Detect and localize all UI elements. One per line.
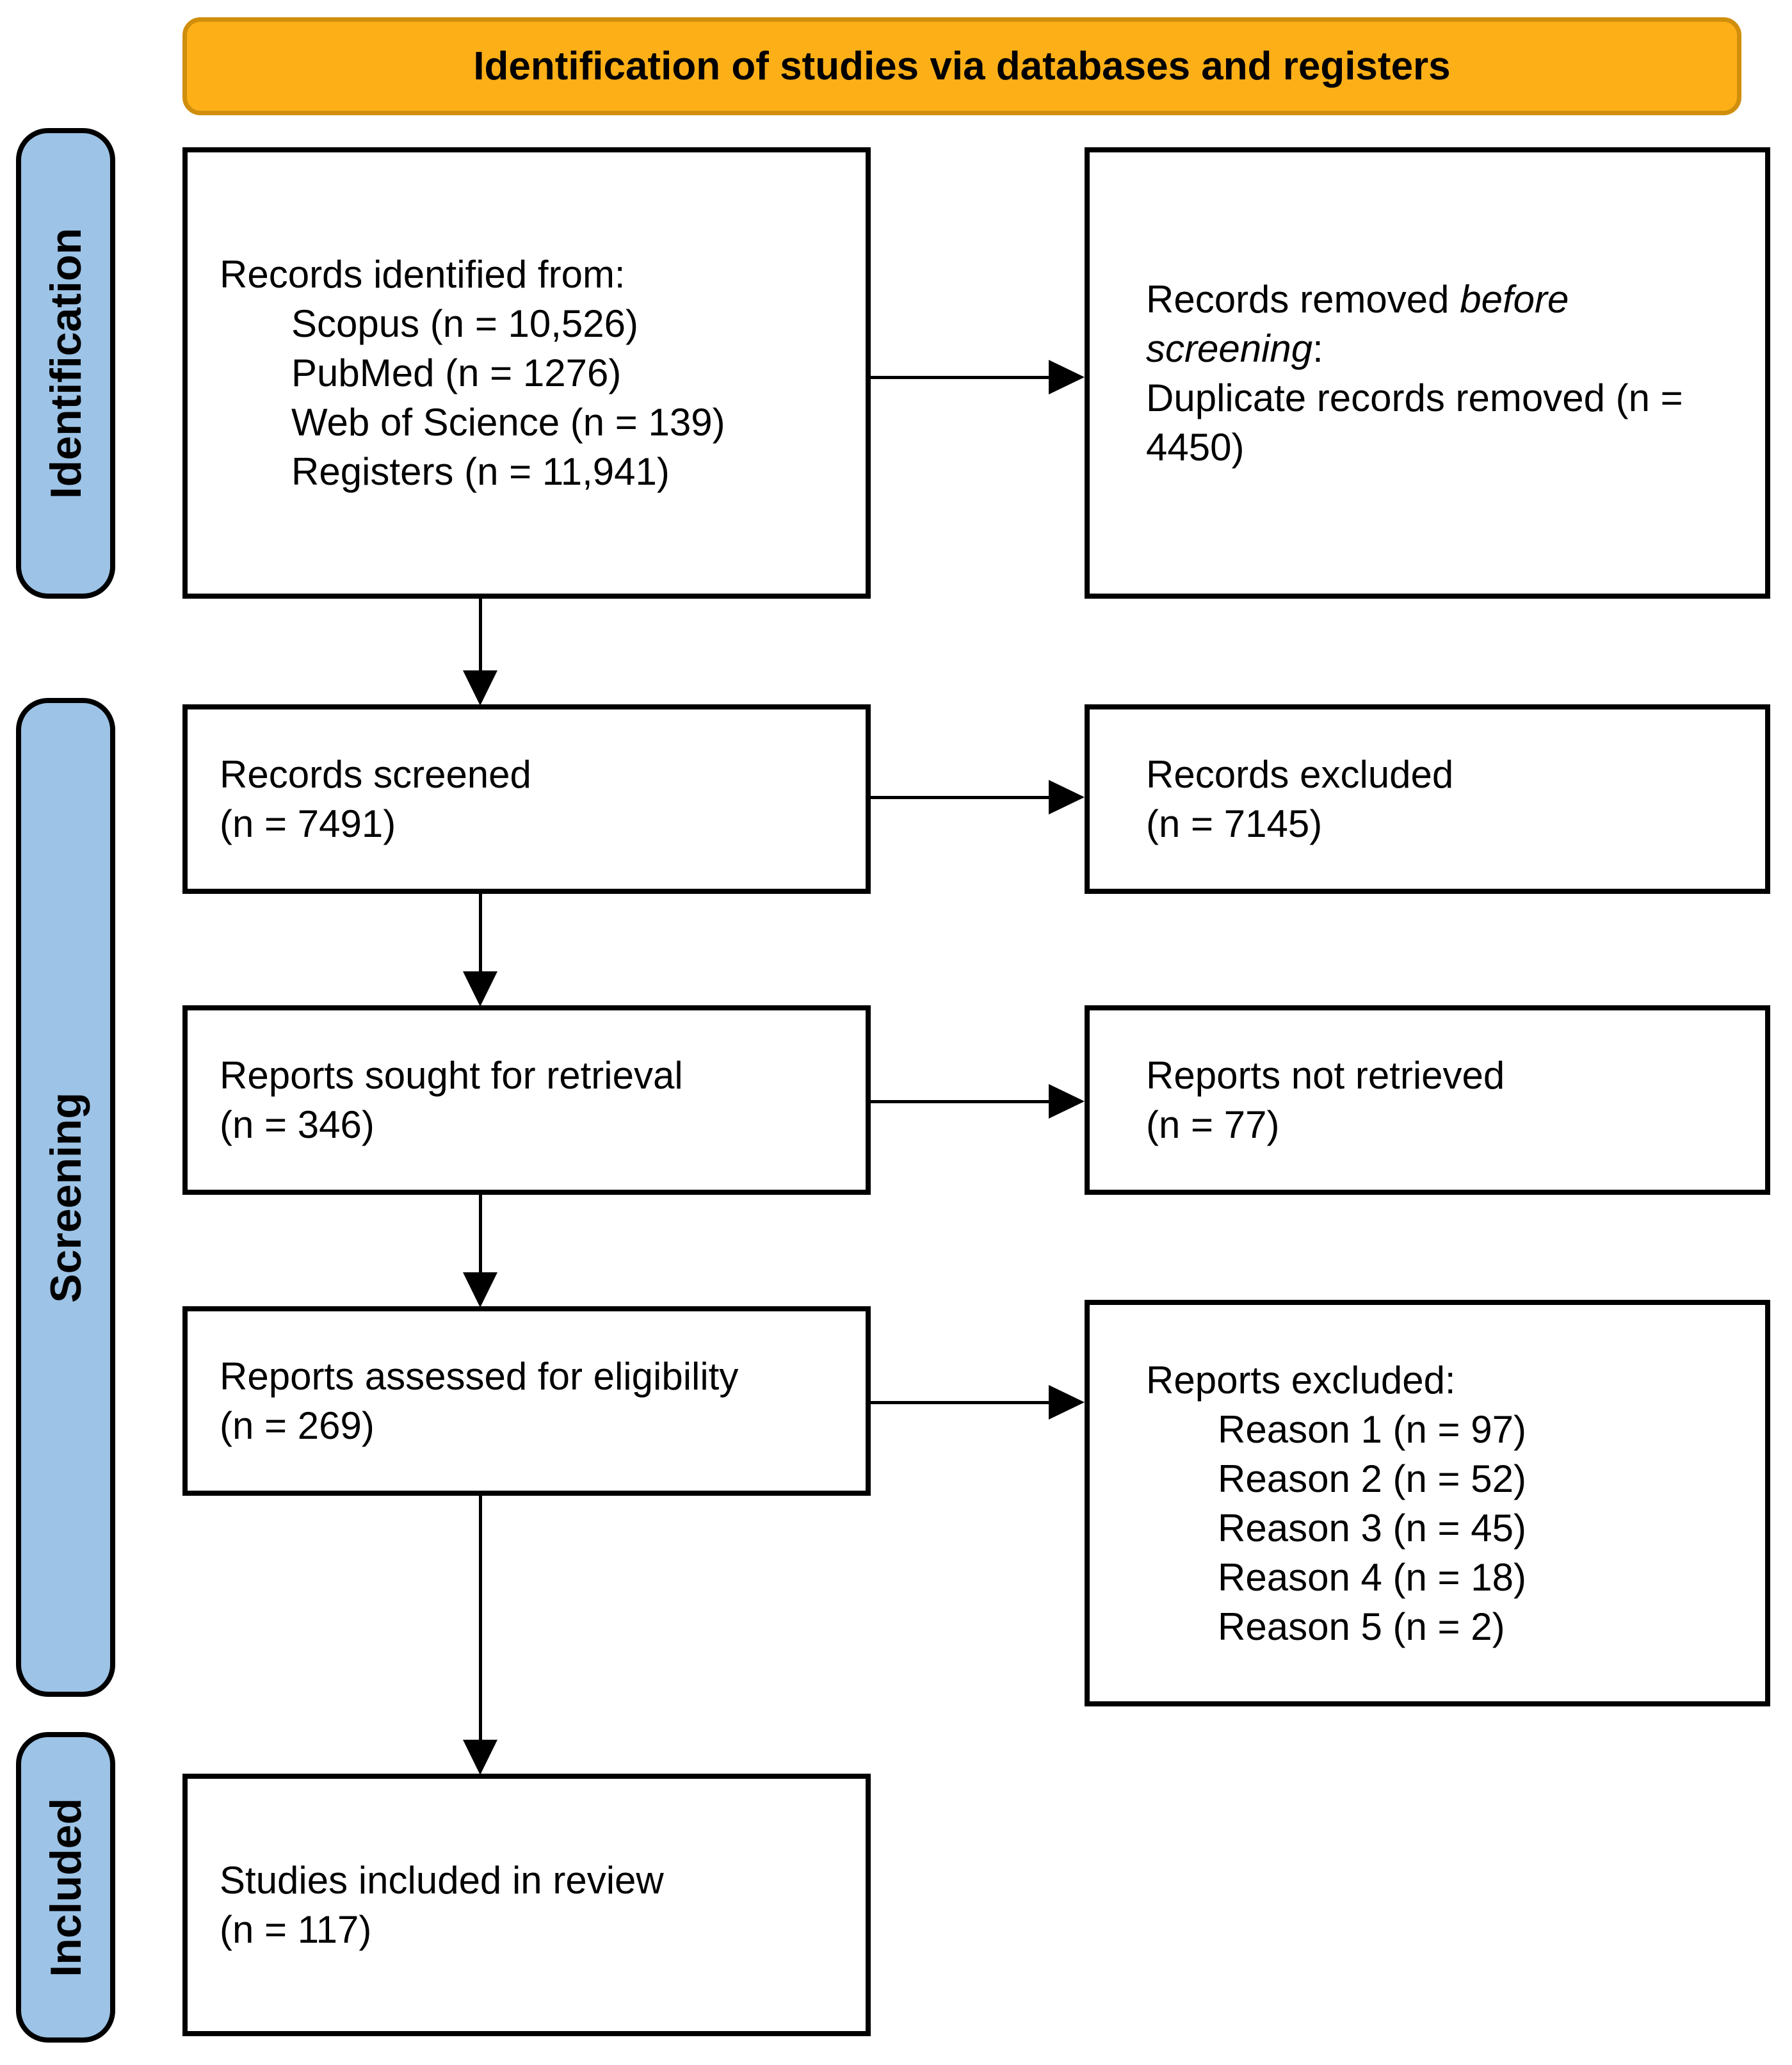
box-line: Reason 2 (n = 52): [1218, 1457, 1526, 1500]
box-line: Reason 4 (n = 18): [1218, 1555, 1526, 1599]
stage-label-included: Included: [16, 1732, 115, 2043]
box-line: Records removed before: [1146, 275, 1746, 324]
right-arrow-line: [871, 1401, 1053, 1404]
down-arrow-line: [479, 599, 482, 672]
box-line: (n = 7491): [220, 802, 396, 845]
stage-label-screening-text: Screening: [41, 1092, 90, 1303]
box-records-identified: Records identified from: Scopus (n = 10,…: [182, 147, 871, 599]
stage-label-identification-text: Identification: [41, 227, 90, 499]
down-arrow-line: [479, 1195, 482, 1275]
right-arrow-line: [871, 1100, 1053, 1103]
down-arrow-line: [479, 894, 482, 974]
box-reports-assessed-for-eligibility: Reports assessed for eligibility (n = 26…: [182, 1306, 871, 1496]
banner: Identification of studies via databases …: [182, 17, 1741, 115]
right-arrow-icon: [1049, 1084, 1085, 1119]
box-line: Records screened: [220, 753, 531, 796]
down-arrow-icon: [463, 971, 497, 1007]
box-records-removed-before-screening: Records removed before screening: Duplic…: [1085, 147, 1770, 599]
box-line: Records identified from:: [220, 253, 626, 296]
box-line: Web of Science (n = 139): [291, 401, 725, 444]
box-reports-sought-for-retrieval: Reports sought for retrieval (n = 346): [182, 1005, 871, 1195]
box-line-italic-text: before: [1460, 277, 1569, 321]
box-line: (n = 117): [220, 1908, 372, 1951]
box-line: (n = 269): [220, 1404, 375, 1447]
box-reports-excluded: Reports excluded: Reason 1 (n = 97) Reas…: [1085, 1300, 1770, 1706]
box-line-text: Records removed: [1146, 277, 1460, 321]
stage-label-screening: Screening: [16, 698, 115, 1697]
box-line: Records excluded: [1146, 753, 1454, 796]
box-records-screened: Records screened (n = 7491): [182, 704, 871, 894]
down-arrow-icon: [463, 1740, 497, 1775]
right-arrow-line: [871, 796, 1053, 799]
box-line: Reports assessed for eligibility: [220, 1355, 739, 1398]
box-line: Scopus (n = 10,526): [291, 302, 639, 345]
box-line: 4450): [1146, 425, 1245, 469]
box-line: Reason 3 (n = 45): [1218, 1506, 1526, 1550]
box-line: Reason 5 (n = 2): [1218, 1605, 1505, 1648]
box-studies-included-in-review: Studies included in review (n = 117): [182, 1774, 871, 2036]
right-arrow-icon: [1049, 780, 1085, 814]
box-line: (n = 77): [1146, 1103, 1280, 1146]
box-line: Studies included in review: [220, 1859, 664, 1902]
box-line: screening:: [1146, 324, 1746, 373]
down-arrow-line: [479, 1496, 482, 1742]
box-line: (n = 7145): [1146, 802, 1323, 845]
box-line: Duplicate records removed (n =: [1146, 376, 1683, 419]
box-line: Reports not retrieved: [1146, 1054, 1505, 1097]
box-line: Reports excluded:: [1146, 1358, 1456, 1402]
stage-label-included-text: Included: [41, 1797, 90, 1977]
right-arrow-line: [871, 376, 1053, 379]
down-arrow-icon: [463, 670, 497, 706]
box-records-excluded: Records excluded (n = 7145): [1085, 704, 1770, 894]
stage-label-identification: Identification: [16, 128, 115, 599]
box-line-italic-text: screening: [1146, 327, 1313, 370]
box-line-text: :: [1312, 327, 1323, 370]
box-line: (n = 346): [220, 1103, 375, 1146]
box-line: Reports sought for retrieval: [220, 1054, 683, 1097]
box-line: PubMed (n = 1276): [291, 352, 622, 394]
right-arrow-icon: [1049, 1385, 1085, 1420]
box-reports-not-retrieved: Reports not retrieved (n = 77): [1085, 1005, 1770, 1195]
banner-title: Identification of studies via databases …: [473, 44, 1451, 88]
box-line: Registers (n = 11,941): [291, 450, 670, 493]
down-arrow-icon: [463, 1272, 497, 1308]
right-arrow-icon: [1049, 360, 1085, 394]
box-line: Reason 1 (n = 97): [1218, 1407, 1526, 1451]
